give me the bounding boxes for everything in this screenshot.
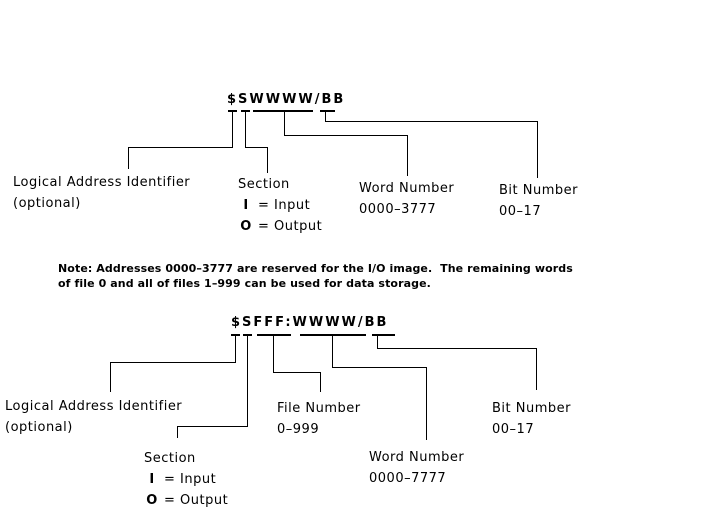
note-line2: of file 0 and all of files 1–999 can be … [58, 277, 431, 290]
section-input-value: = Input [164, 472, 217, 487]
connector-line [325, 121, 538, 122]
connector-line [284, 112, 285, 136]
logical-address-line2: (optional) [13, 196, 81, 211]
connector-line [128, 147, 233, 148]
logical-address-line1: Logical Address Identifier [13, 175, 191, 190]
section-input-value: = Input [258, 198, 311, 213]
section-output-row: O = Output [144, 490, 228, 511]
section-label-bottom: Section I = Input O = Output [144, 448, 228, 511]
connector-line [267, 147, 268, 173]
address-format-bottom: $SFFF:WWWW/BB [231, 315, 389, 330]
word-number-label-bottom: Word Number 0000–7777 [369, 447, 464, 489]
word-number-title: Word Number [369, 450, 465, 465]
word-number-label-top: Word Number 0000–3777 [359, 178, 454, 220]
section-output-row: O = Output [238, 216, 322, 237]
section-label-top: Section I = Input O = Output [238, 174, 322, 237]
connector-line [273, 336, 274, 373]
connector-line [377, 336, 378, 349]
underline-lai-char [228, 110, 237, 112]
file-number-label: File Number 0–999 [277, 398, 361, 440]
connector-line [177, 426, 248, 427]
connector-line [245, 147, 268, 148]
bit-number-title: Bit Number [492, 401, 571, 416]
note-line1: Note: Addresses 0000–3777 are reserved f… [58, 262, 573, 275]
section-input-row: I = Input [144, 469, 228, 490]
underline-bit-chars [372, 334, 395, 336]
connector-line [110, 362, 236, 363]
underline-word-chars [253, 110, 313, 112]
connector-line [407, 135, 408, 176]
section-output-key: O [146, 493, 158, 508]
section-output-value: = Output [258, 219, 323, 234]
connector-line [247, 336, 248, 427]
connector-line [536, 348, 537, 390]
section-input-key: I [243, 198, 249, 213]
logical-address-label-top: Logical Address Identifier (optional) [13, 172, 190, 214]
bit-number-title: Bit Number [499, 183, 578, 198]
reserved-addresses-note: Note: Addresses 0000–3777 are reserved f… [58, 261, 573, 291]
underline-lai-char [231, 334, 240, 336]
underline-bit-chars [320, 110, 335, 112]
connector-line [235, 336, 236, 363]
connector-line [332, 367, 427, 368]
section-output-key: O [240, 219, 252, 234]
connector-line [325, 112, 326, 122]
underline-word-chars [300, 334, 366, 336]
section-title: Section [238, 177, 290, 192]
connector-line [232, 112, 233, 147]
logical-address-label-bottom: Logical Address Identifier (optional) [5, 396, 182, 438]
bit-number-range: 00–17 [499, 204, 542, 219]
file-number-range: 0–999 [277, 422, 320, 437]
connector-line [537, 121, 538, 178]
bit-number-range: 00–17 [492, 422, 535, 437]
file-number-title: File Number [277, 401, 361, 416]
word-number-range: 0000–3777 [359, 202, 437, 217]
underline-file-chars [257, 334, 291, 336]
connector-line [377, 348, 537, 349]
underline-section-char [241, 110, 250, 112]
logical-address-line1: Logical Address Identifier [5, 399, 183, 414]
connector-line [177, 426, 178, 438]
underline-section-char [243, 334, 252, 336]
section-output-value: = Output [164, 493, 229, 508]
section-title: Section [144, 451, 196, 466]
connector-line [320, 372, 321, 392]
word-number-title: Word Number [359, 181, 455, 196]
section-input-key: I [149, 472, 155, 487]
bit-number-label-top: Bit Number 00–17 [499, 180, 578, 222]
word-number-range: 0000–7777 [369, 471, 447, 486]
connector-line [110, 362, 111, 392]
connector-line [273, 372, 321, 373]
section-input-row: I = Input [238, 195, 322, 216]
connector-line [128, 147, 129, 169]
connector-line [426, 367, 427, 440]
connector-line [284, 135, 408, 136]
connector-line [332, 336, 333, 368]
address-format-top: $SWWWW/BB [227, 92, 346, 107]
bit-number-label-bottom: Bit Number 00–17 [492, 398, 571, 440]
connector-line [245, 112, 246, 147]
logical-address-line2: (optional) [5, 420, 73, 435]
